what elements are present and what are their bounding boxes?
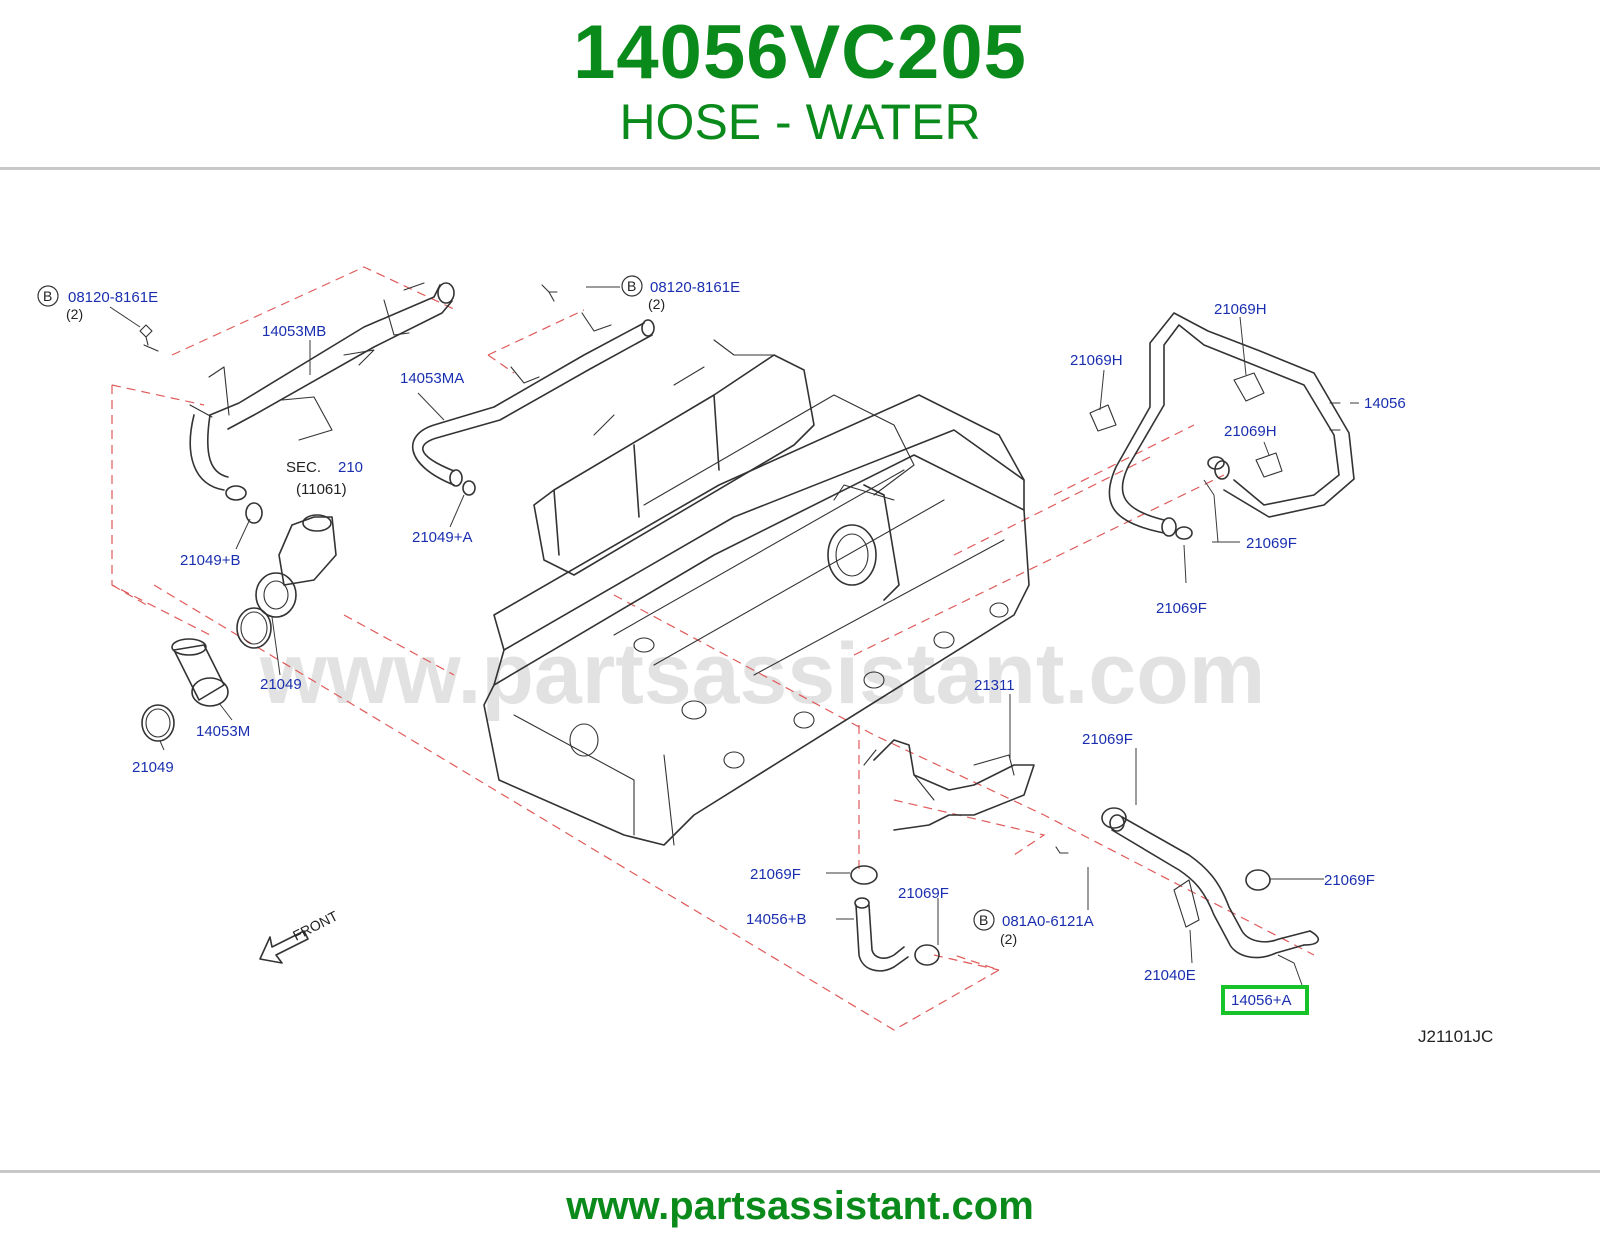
callout-labels: B 08120-8161E (2) B 08120-8161E (2) 1405… — [37, 275, 1493, 1046]
water-hose-14056a — [1055, 807, 1319, 959]
water-pipe-14053ma — [411, 284, 655, 487]
callout-081a0-6121a[interactable]: 081A0-6121A — [1002, 913, 1094, 930]
diagram-canvas: www.partsassistant.com — [37, 266, 1493, 1046]
callout-21040e[interactable]: 21040E — [1144, 967, 1196, 984]
thermostat-housing-assembly — [141, 480, 476, 742]
bolt-marker-letter: B — [979, 912, 988, 928]
callout-21049a[interactable]: 21049+A — [412, 529, 472, 546]
parts-diagram: www.partsassistant.com — [14, 255, 1586, 1095]
callout-14053mb[interactable]: 14053MB — [262, 323, 326, 340]
callout-21069f-upper-right[interactable]: 21069F — [1246, 535, 1297, 552]
highlight-box — [1221, 985, 1309, 1015]
water-hose-14056b — [850, 865, 940, 972]
callout-leaders — [109, 286, 1359, 986]
front-direction-indicator: FRONT — [259, 907, 341, 964]
callout-14053ma[interactable]: 14053MA — [400, 370, 464, 387]
bolt-marker — [37, 285, 59, 307]
callout-14056[interactable]: 14056 — [1364, 395, 1406, 412]
bolt-marker-letter: B — [43, 288, 52, 304]
footer-url[interactable]: www.partsassistant.com — [566, 1184, 1034, 1228]
section-subref: (11061) — [296, 481, 347, 498]
section-number[interactable]: 210 — [338, 459, 363, 476]
bolt-marker-letter: B — [627, 278, 636, 294]
watermark: www.partsassistant.com — [259, 626, 1265, 722]
callout-21311[interactable]: 21311 — [974, 677, 1015, 694]
footer-divider — [0, 1170, 1600, 1173]
callout-21049b[interactable]: 21049+B — [180, 552, 240, 569]
part-number: 14056VC205 — [573, 10, 1027, 95]
callout-14053m[interactable]: 14053M — [196, 723, 250, 740]
front-label: FRONT — [290, 907, 341, 943]
header-divider — [0, 167, 1600, 170]
callout-qty: (2) — [648, 296, 665, 312]
section-label: SEC. — [286, 459, 321, 476]
callout-21069f-upper-left[interactable]: 21069F — [1156, 600, 1207, 617]
water-pipe-14053mb — [139, 282, 455, 501]
callout-21049-upper[interactable]: 21049 — [260, 676, 302, 693]
bolt-marker — [973, 909, 995, 931]
heater-hose-14056 — [1089, 312, 1355, 540]
callout-21069f-lower-left[interactable]: 21069F — [750, 866, 801, 883]
callout-21049-lower[interactable]: 21049 — [132, 759, 174, 776]
part-name: HOSE - WATER — [619, 94, 981, 150]
callout-08120-8161e-left[interactable]: 08120-8161E — [68, 289, 158, 306]
diagram-code: J21101JC — [1418, 1027, 1493, 1046]
callout-21069f-lower-center[interactable]: 21069F — [898, 885, 949, 902]
callout-qty: (2) — [1000, 931, 1017, 947]
callout-21069f-lower-right[interactable]: 21069F — [1324, 872, 1375, 889]
callout-08120-8161e-mid[interactable]: 08120-8161E — [650, 279, 740, 296]
callout-14056a[interactable]: 14056+A — [1231, 992, 1291, 1009]
callout-14056b[interactable]: 14056+B — [746, 911, 806, 928]
bolt-marker — [621, 275, 643, 297]
exploded-view-guides — [111, 266, 1315, 1031]
callout-qty: (2) — [66, 306, 83, 322]
callout-21069f-mid[interactable]: 21069F — [1082, 731, 1133, 748]
callout-21069h-right[interactable]: 21069H — [1224, 423, 1277, 440]
cylinder-head-assembly — [483, 339, 1030, 846]
header: 14056VC205 HOSE - WATER — [0, 0, 1600, 170]
bracket-21311 — [863, 739, 1035, 831]
callout-21069h-left[interactable]: 21069H — [1070, 352, 1123, 369]
callout-21069h-top[interactable]: 21069H — [1214, 301, 1267, 318]
